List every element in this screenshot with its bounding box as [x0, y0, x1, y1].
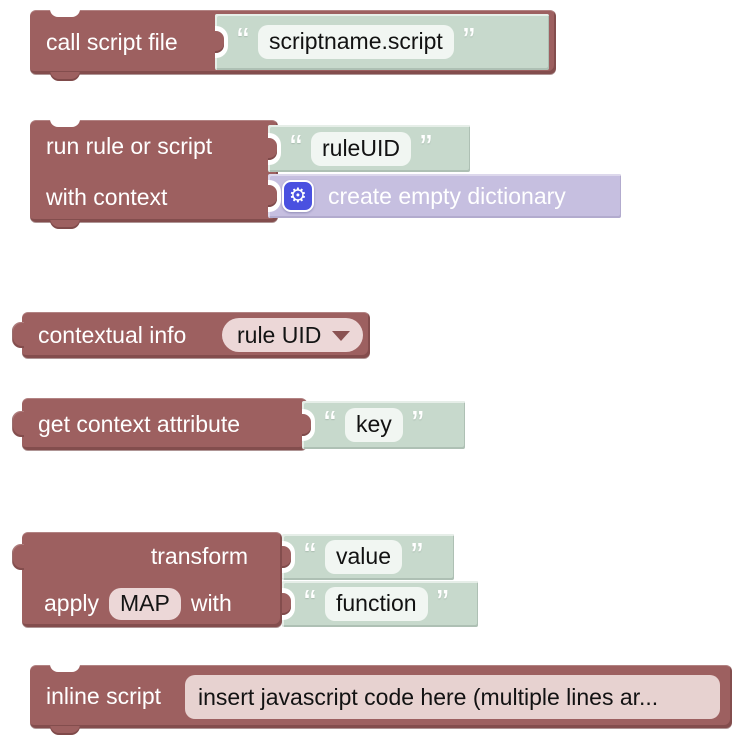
- dropdown-selected-label: rule UID: [237, 321, 322, 348]
- previous-connection-notch: [50, 9, 80, 17]
- script-filename-field[interactable]: scriptname.script: [258, 25, 454, 59]
- block-label: get context attribute: [38, 410, 241, 437]
- block-label: with context: [46, 183, 168, 210]
- transform-value-field[interactable]: value: [325, 540, 402, 574]
- close-quote-icon: ”: [462, 20, 475, 61]
- input-socket: [282, 541, 295, 573]
- block-get-context-attribute[interactable]: get context attribute: [12, 398, 307, 450]
- gear-icon: ⚙: [289, 185, 307, 207]
- block-label: transform: [150, 542, 248, 569]
- block-label: call script file: [46, 28, 178, 55]
- contextual-info-dropdown[interactable]: rule UID: [222, 318, 364, 352]
- chevron-down-icon: [332, 331, 351, 341]
- transformation-dropdown[interactable]: MAP: [108, 587, 181, 620]
- block-run-rule-or-script[interactable]: run rule or script with context: [30, 119, 278, 229]
- open-quote-icon: “: [290, 126, 302, 168]
- open-quote-icon: “: [237, 20, 249, 61]
- open-quote-icon: “: [304, 582, 316, 623]
- context-key-field[interactable]: key: [345, 408, 403, 442]
- rule-uid-field[interactable]: ruleUID: [311, 131, 411, 166]
- input-socket: [268, 132, 281, 165]
- open-quote-icon: “: [324, 403, 336, 444]
- input-socket: [215, 26, 228, 58]
- block-label: run rule or script: [46, 132, 213, 159]
- output-connector-tab: [12, 544, 24, 570]
- open-quote-icon: “: [304, 535, 316, 576]
- next-connection-bump: [50, 726, 80, 735]
- dictionary-block-label: create empty dictionary: [328, 182, 566, 209]
- next-connection-bump: [50, 220, 80, 229]
- block-transform[interactable]: transform apply MAP with: [12, 532, 282, 627]
- previous-connection-notch: [50, 664, 80, 672]
- output-connector-tab: [12, 411, 24, 437]
- string-value-block[interactable]: “ scriptname.script ”: [215, 14, 549, 70]
- transform-function-field[interactable]: function: [325, 587, 428, 621]
- string-value-block[interactable]: “ ruleUID ”: [268, 125, 470, 172]
- string-value-block[interactable]: “ key ”: [302, 401, 465, 449]
- input-socket: [282, 588, 295, 620]
- block-label: inline script: [46, 683, 162, 709]
- close-quote-icon: ”: [419, 126, 432, 168]
- block-label: contextual info: [38, 321, 187, 348]
- input-socket: [268, 180, 281, 212]
- close-quote-icon: ”: [411, 403, 424, 444]
- block-label: with: [190, 590, 232, 616]
- block-contextual-info[interactable]: contextual info rule UID: [12, 312, 370, 358]
- mutator-gear-button[interactable]: ⚙: [282, 180, 314, 212]
- close-quote-icon: ”: [410, 535, 423, 576]
- close-quote-icon: ”: [436, 582, 449, 623]
- inline-code-field[interactable]: insert javascript code here (multiple li…: [185, 675, 720, 719]
- output-connector-tab: [12, 322, 24, 348]
- input-socket: [302, 409, 315, 441]
- block-call-script-file[interactable]: call script file “ scriptname.script ”: [30, 9, 556, 81]
- string-value-block[interactable]: “ value ”: [282, 534, 454, 580]
- next-connection-bump: [50, 72, 80, 81]
- dictionary-value-block[interactable]: ⚙ create empty dictionary: [268, 174, 621, 218]
- block-inline-script[interactable]: inline script insert javascript code her…: [30, 664, 732, 735]
- previous-connection-notch: [50, 119, 80, 127]
- string-value-block[interactable]: “ function ”: [282, 581, 478, 627]
- block-label: apply: [44, 590, 99, 616]
